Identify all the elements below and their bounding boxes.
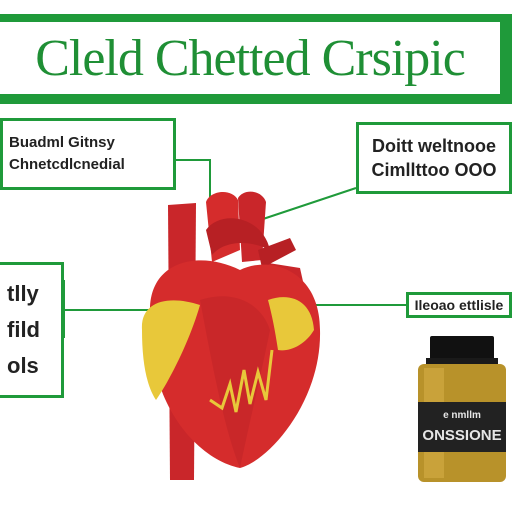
label-mid-left-line3: ols [7, 353, 39, 378]
connector-top-right [259, 187, 357, 221]
page-title: Cleld Chetted Crsipic [35, 29, 466, 87]
heart-fat-left [141, 300, 200, 400]
heart-fat-right [268, 297, 314, 351]
bottle-neck [426, 358, 498, 366]
bottle-label [418, 402, 506, 452]
label-mid-right-line1: Ileoao ettlisle [414, 297, 504, 313]
label-mid-left-line2: fild [7, 317, 40, 342]
heart-vein-lines [209, 349, 274, 413]
pulmonary-artery [258, 238, 296, 268]
connector-mid-left [63, 280, 150, 338]
supplement-bottle[interactable]: e nmllm ONSSIONE [418, 336, 506, 482]
aortic-arch [206, 218, 270, 255]
label-box-top-right: Doitt weltnooe Cimllttoo OOO [356, 122, 512, 194]
bottle-cap [430, 336, 494, 360]
bottle-label-line2: ONSSIONE [422, 427, 501, 444]
heart-body [141, 260, 321, 468]
bottle-label-line1: e nmllm [443, 410, 481, 421]
label-mid-left-line1: tlly [7, 281, 39, 306]
label-box-top-left: Buadml Gitnsy Chnetcdlcnedial [0, 118, 176, 190]
label-top-left-line1: Buadml Gitnsy [9, 134, 115, 151]
label-top-right-line2: Cimllttoo OOO [371, 160, 497, 180]
label-box-mid-right: Ileoao ettlisle [406, 292, 512, 318]
label-top-right-line1: Doitt weltnooe [372, 136, 496, 156]
title-banner-inner: Cleld Chetted Crsipic [0, 22, 500, 94]
title-banner: Cleld Chetted Crsipic [0, 14, 512, 104]
heart-shading [200, 296, 270, 468]
connector-top-left [176, 159, 211, 198]
label-top-left-line2: Chnetcdlcnedial [9, 156, 125, 173]
label-box-mid-left: tlly fild ols [0, 262, 64, 398]
